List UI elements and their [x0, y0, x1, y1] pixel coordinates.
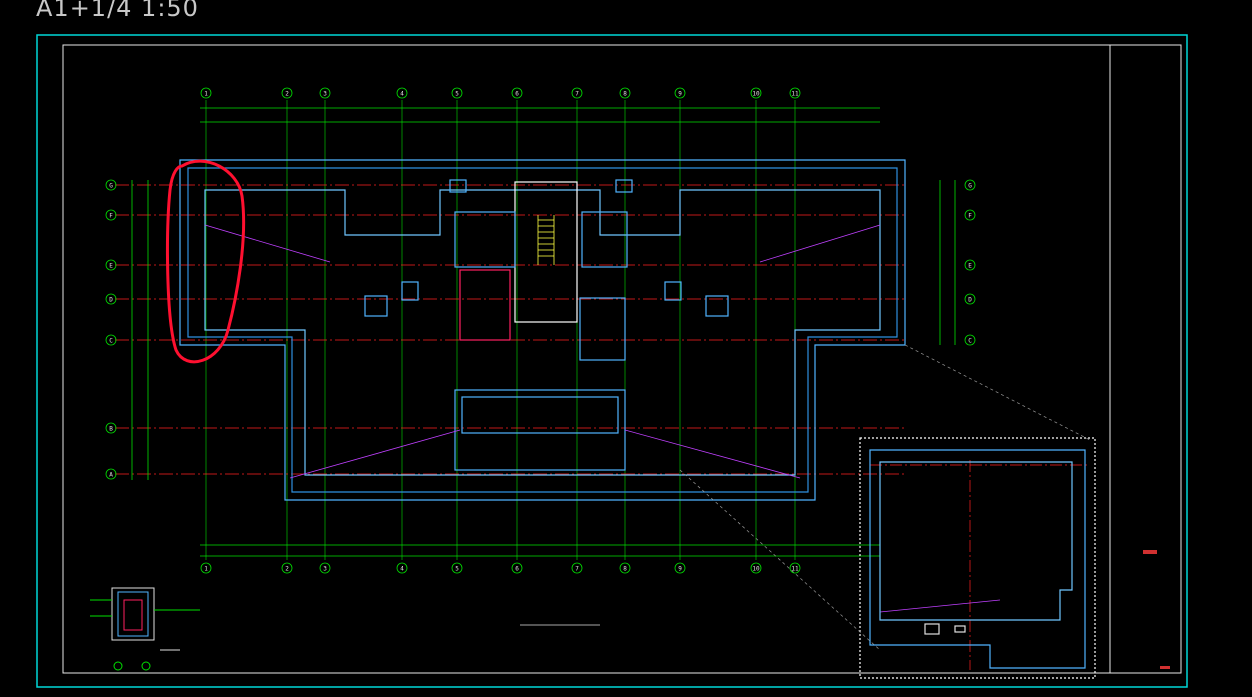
axis-label: 8 — [623, 566, 627, 573]
axis-bubble-top — [571, 87, 583, 99]
axis-label: 4 — [400, 566, 404, 573]
axis-label: 9 — [678, 91, 682, 98]
axis-bubble-top — [619, 87, 631, 99]
axis-label: B — [109, 426, 113, 433]
stair — [537, 215, 555, 265]
slope-lines — [204, 224, 1001, 613]
axis-label: 10 — [752, 91, 760, 98]
axis-bubble-top — [750, 87, 762, 99]
building-walls — [179, 159, 906, 501]
axis-bubble-top — [281, 87, 293, 99]
axis-label: 3 — [323, 566, 327, 573]
axis-label: 9 — [678, 566, 682, 573]
axis-label: 6 — [515, 91, 519, 98]
axis-bubble-top — [674, 87, 686, 99]
axis-label: 2 — [285, 566, 289, 573]
axis-bubble-top — [200, 87, 212, 99]
axis-label: C — [968, 338, 972, 345]
axis-bubble-top — [511, 87, 523, 99]
axis-label: C — [109, 338, 113, 345]
annex-walls — [859, 437, 1096, 679]
axis-label: D — [968, 297, 972, 304]
axis-label: F — [109, 213, 113, 220]
wall-detail — [90, 587, 200, 671]
axis-label: 10 — [752, 566, 760, 573]
markup-ellipse[interactable] — [166, 159, 246, 364]
title-block-mark — [1143, 550, 1157, 554]
axis-bubble-top — [789, 87, 801, 99]
axis-label: D — [109, 297, 113, 304]
axis-label: 7 — [575, 91, 579, 98]
axis-bubble-top — [396, 87, 408, 99]
sheet-scale-label: A1+1/4 1:50 — [36, 0, 199, 22]
section-leader — [679, 469, 881, 651]
axis-lines — [115, 100, 1090, 670]
inner-frame — [62, 44, 1182, 674]
axis-bubble-top — [319, 87, 331, 99]
axis-label: 4 — [400, 91, 404, 98]
axis-label: 8 — [623, 91, 627, 98]
axis-label: 6 — [515, 566, 519, 573]
axis-label: G — [109, 183, 113, 190]
dimension-lines — [131, 107, 956, 557]
axis-bubble-top — [451, 87, 463, 99]
axis-label: 7 — [575, 566, 579, 573]
axis-label: 11 — [791, 566, 799, 573]
axis-label: F — [968, 213, 972, 220]
title-block-mark — [1160, 666, 1170, 669]
axis-label: 5 — [455, 91, 459, 98]
axis-label: 5 — [455, 566, 459, 573]
axis-label: 3 — [323, 91, 327, 98]
axis-label: 1 — [204, 91, 208, 98]
axis-label: E — [109, 263, 113, 270]
axis-label: G — [968, 183, 972, 190]
outer-frame — [36, 34, 1188, 688]
axis-label: 11 — [791, 91, 799, 98]
axis-label: E — [968, 263, 972, 270]
section-leader — [904, 344, 1091, 441]
axis-label: 2 — [285, 91, 289, 98]
axis-label: 1 — [204, 566, 208, 573]
axis-label: A — [109, 472, 113, 479]
